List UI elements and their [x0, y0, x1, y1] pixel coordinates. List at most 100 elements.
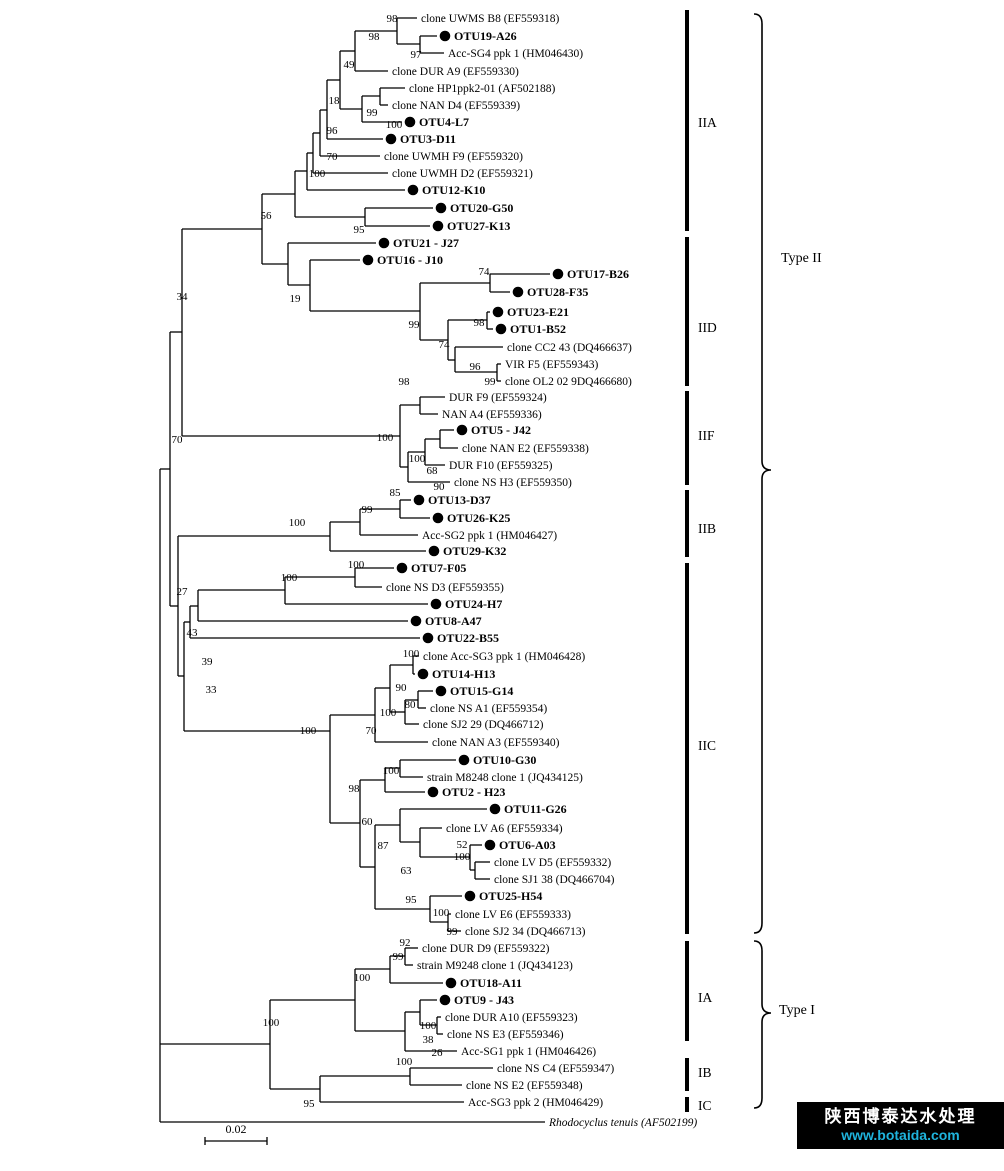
bootstrap-value: 96: [470, 361, 482, 373]
otu-marker-dot: [413, 494, 425, 506]
bootstrap-value: 100: [281, 572, 298, 584]
taxon-label: strain M8248 clone 1 (JQ434125): [427, 772, 583, 784]
bootstrap-value: 100: [396, 1056, 413, 1068]
bootstrap-value: 99: [409, 319, 421, 331]
taxon-label: OTU15-G14: [450, 684, 513, 698]
taxon-label: OTU22-B55: [437, 631, 499, 645]
bootstrap-value: 90: [396, 682, 408, 694]
bootstrap-value: 87: [378, 840, 390, 852]
bootstrap-value: 68: [427, 465, 439, 477]
bootstrap-value: 60: [362, 816, 374, 828]
bootstrap-value: 99: [485, 376, 497, 388]
taxon-label: OTU27-K13: [447, 219, 510, 233]
otu-marker-dot: [484, 839, 496, 851]
taxon-label: NAN A4 (EF559336): [442, 409, 542, 421]
bootstrap-value: 98: [387, 13, 399, 25]
bootstrap-value: 100: [383, 765, 400, 777]
bootstrap-value: 98: [349, 783, 361, 795]
bootstrap-value: 70: [327, 151, 339, 163]
taxon-label: DUR F10 (EF559325): [449, 460, 553, 472]
bootstrap-value: 27: [177, 586, 189, 598]
otu-marker-dot: [435, 685, 447, 697]
taxon-label: VIR F5 (EF559343): [505, 359, 598, 371]
otu-marker-dot: [385, 133, 397, 145]
bootstrap-value: 99: [447, 926, 459, 938]
taxon-label: OTU21 - J27: [393, 236, 459, 250]
taxon-label: clone DUR A9 (EF559330): [392, 66, 519, 78]
taxon-label: Acc-SG4 ppk 1 (HM046430): [448, 48, 583, 60]
bootstrap-value: 33: [206, 684, 218, 696]
taxon-label: OTU26-K25: [447, 511, 510, 525]
bootstrap-value: 18: [329, 95, 341, 107]
bootstrap-value: 97: [411, 49, 423, 61]
taxon-label: OTU14-H13: [432, 667, 495, 681]
bootstrap-value: 100: [263, 1017, 280, 1029]
taxon-label: OTU17-B26: [567, 267, 629, 281]
bootstrap-value: 100: [409, 453, 426, 465]
taxon-label: OTU3-D11: [400, 132, 456, 146]
taxon-label: clone SJ2 29 (DQ466712): [423, 719, 544, 731]
bootstrap-value: 74: [439, 339, 451, 351]
taxon-label: Acc-SG1 ppk 1 (HM046426): [461, 1046, 596, 1058]
bootstrap-value: 100: [377, 432, 394, 444]
bootstrap-value: 100: [420, 1020, 437, 1032]
taxon-label: OTU29-K32: [443, 544, 506, 558]
bootstrap-value: 100: [403, 648, 420, 660]
taxon-label: clone UWMH D2 (EF559321): [392, 168, 533, 180]
otu-marker-dot: [404, 116, 416, 128]
bootstrap-value: 70: [172, 434, 184, 446]
clade-label: IB: [698, 1065, 712, 1080]
taxon-label: clone UWMS B8 (EF559318): [421, 13, 559, 25]
bootstrap-value: 39: [202, 656, 214, 668]
bootstrap-value: 100: [309, 168, 326, 180]
bootstrap-value: 99: [393, 951, 405, 963]
taxon-label: Rhodocyclus tenuis (AF502199): [548, 1117, 697, 1129]
taxon-label: OTU18-A11: [460, 976, 522, 990]
type-label: Type I: [779, 1003, 815, 1018]
taxon-label: OTU28-F35: [527, 285, 588, 299]
bootstrap-value: 43: [187, 627, 199, 639]
bootstrap-value: 100: [300, 725, 317, 737]
bootstrap-value: 85: [390, 487, 402, 499]
otu-marker-dot: [407, 184, 419, 196]
bootstrap-value: 100: [289, 517, 306, 529]
taxon-label: OTU1-B52: [510, 322, 566, 336]
bootstrap-value: 49: [344, 59, 356, 71]
type-label: Type II: [781, 251, 822, 266]
taxon-label: clone DUR A10 (EF559323): [445, 1012, 578, 1024]
bootstrap-value: 100: [433, 907, 450, 919]
taxon-label: clone SJ1 38 (DQ466704): [494, 874, 615, 886]
taxon-label: DUR F9 (EF559324): [449, 392, 547, 404]
otu-marker-dot: [378, 237, 390, 249]
taxon-label: clone LV A6 (EF559334): [446, 823, 563, 835]
otu-marker-dot: [428, 545, 440, 557]
taxon-label: OTU23-E21: [507, 305, 569, 319]
clade-label: IID: [698, 320, 717, 335]
taxon-label: clone NS A1 (EF559354): [430, 703, 547, 715]
clade-label: IC: [698, 1098, 712, 1113]
taxon-label: OTU19-A26: [454, 29, 517, 43]
bootstrap-value: 56: [261, 210, 273, 222]
bootstrap-value: 98: [369, 31, 381, 43]
otu-marker-dot: [410, 615, 422, 627]
otu-marker-dot: [439, 30, 451, 42]
bootstrap-value: 100: [386, 119, 403, 131]
type-brace: [753, 13, 772, 934]
taxon-label: OTU5 - J42: [471, 423, 531, 437]
otu-marker-dot: [464, 890, 476, 902]
taxon-label: OTU13-D37: [428, 493, 491, 507]
taxon-label: clone SJ2 34 (DQ466713): [465, 926, 586, 938]
bootstrap-value: 99: [367, 107, 379, 119]
taxon-label: OTU11-G26: [504, 802, 567, 816]
otu-marker-dot: [435, 202, 447, 214]
bootstrap-value: 100: [380, 707, 397, 719]
otu-marker-dot: [427, 786, 439, 798]
otu-marker-dot: [430, 598, 442, 610]
otu-marker-dot: [439, 994, 451, 1006]
taxon-label: OTU24-H7: [445, 597, 502, 611]
taxon-label: clone NAN D4 (EF559339): [392, 100, 520, 112]
clade-label: IA: [698, 990, 712, 1005]
bootstrap-value: 34: [177, 291, 189, 303]
